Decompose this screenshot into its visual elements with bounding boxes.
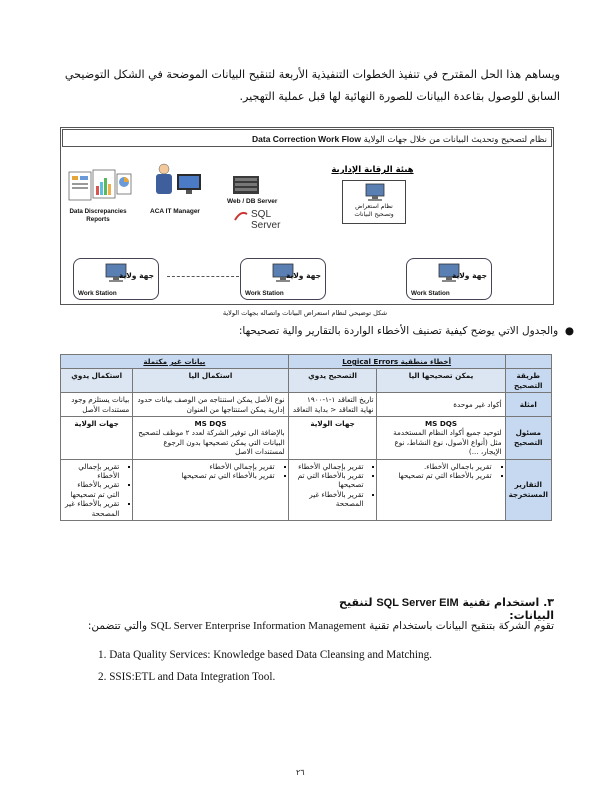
header-manual-complete: استكمال يدوي [59,368,134,394]
workstation-3: جهة ولاية Work Station [73,258,159,300]
header-auto-complete: استكمال اليا [132,368,289,394]
header-manual-fix: التصحيح يدوي [287,368,378,394]
reports-auto: تقرير باجمالي الأخطاء. تقرير بالأخطاء ال… [376,458,506,522]
figure-caption: شكل توضيحي لنظام استعراض البيانات واتصال… [222,309,388,317]
table-row: التقارير المستخرجة تقرير باجمالي الأخطاء… [59,458,553,522]
example-manual-complete: بيانات يستلزم وجود مستندات الأصل [59,392,134,418]
figure-title-en: Data Correction Work Flow [252,134,361,144]
list-item: 2. SSIS:ETL and Data Integration Tool. [98,671,276,683]
table-row: مسئول التصحيح MS DQS لتوحيد جميع أكواد ا… [59,416,553,460]
row-responsible-label: مسئول التصحيح [504,416,553,460]
header-auto-fix: يمكن تصحيحها اليا [376,368,506,394]
group-logical-errors: أخطاء منطقية Logical Errors [287,353,506,370]
computer-icon [105,263,127,282]
review-system-box: نظام استعراض وتصحيح البيانات [342,180,406,224]
workstation-name: جهة ولاية [285,271,321,280]
server-label: Web / DB Server [227,198,278,205]
sql-server-label: SQL Server [251,209,281,231]
eim-components-list: 1. Data Quality Services: Knowledge base… [98,644,432,688]
it-manager-icon [156,163,201,194]
reports-label: Data Discrepancies Reports [69,208,127,223]
workstation-label: Work Station [245,290,284,297]
reports-auto-complete: تقرير بإجمالي الأخطاء تقرير بالأخطاء الت… [132,458,289,522]
responsible-auto-complete: MS DQS بالإضافة الى توفير الشركة لعدد ٢ … [132,416,289,460]
reports-icon [68,169,132,201]
reports-and-manager-graphic [68,163,201,201]
review-system-label: نظام استعراض وتصحيح البيانات [354,203,394,218]
workstation-1: جهة ولاية Work Station [406,258,492,300]
workstation-name: جهة ولاية [118,271,154,280]
example-auto: أكواد غير موحدة [376,392,506,418]
intro-line-1: ويساهم هذا الحل المقترح في تنفيذ الخطوات… [64,68,560,81]
reports-manual-complete: تقرير بإجمالي الأخطاء تقرير بالأخطاء الت… [59,458,134,522]
page-number: ٢٦ [296,768,305,777]
intro-line-2: السابق للوصول بقاعدة البيانات للصورة الن… [239,90,560,103]
section-3-heading: ٣. استخدام تقنية SQL Server EIM لتنقيح ا… [339,596,554,622]
responsible-manual-complete: جهات الولاية [59,416,134,460]
figure-title: نظام لتصحيح وتحديث البيانات من خلال جهات… [62,129,552,147]
authority-label: هيئة الرقابة الإدارية [331,165,414,175]
workstation-label: Work Station [78,290,117,297]
manager-label: ACA IT Manager [150,208,200,215]
table-corner-cell [504,353,553,370]
example-manual-fix: تاريخ التعاقد ١-١-١٩٠٠ نهاية التعاقد < ب… [287,392,378,418]
workstation-label: Work Station [411,290,450,297]
error-classification-table: أخطاء منطقية Logical Errors بيانات غير م… [59,353,553,522]
server-block: Web / DB Server SQL Server [213,176,291,231]
responsible-auto: MS DQS لتوحيد جميع أكواد النظام المستخدم… [376,416,506,460]
row-reports-label: التقارير المستخرجة [504,458,553,522]
sql-server-logo-icon [234,211,248,221]
computer-icon [438,263,460,282]
group-incomplete-data: بيانات غير مكتملة [60,353,289,370]
eim-paragraph: تقوم الشركة بتنقيح البيانات باستخدام تقن… [87,620,554,632]
workflow-figure: نظام لتصحيح وتحديث البيانات من خلال جهات… [60,127,554,305]
intro-paragraph: ويساهم هذا الحل المقترح في تنفيذ الخطوات… [58,64,560,108]
bullet-text: والجدول الاتي يوضح كيفية تصنيف الأخطاء ا… [238,325,559,337]
example-auto-complete: نوع الأصل يمكن استنتاجه من الوصف بيانات … [132,392,289,418]
header-method: طريقة التصحيح [504,368,553,394]
dashed-connector [167,276,239,277]
row-examples-label: امثلة [504,392,553,418]
bullet-dot-icon: ● [558,325,574,337]
reports-manual-fix: تقرير بإجمالي الأخطاء تقرير بالأخطاء الت… [287,458,378,522]
bullet-line: ● والجدول الاتي يوضح كيفية تصنيف الأخطاء… [150,322,574,340]
server-icon [233,176,259,194]
computer-icon [272,263,294,282]
figure-title-ar: نظام لتصحيح وتحديث البيانات من خلال جهات… [363,135,547,145]
responsible-manual-fix: جهات الولاية [287,416,378,460]
list-item: 1. Data Quality Services: Knowledge base… [98,649,432,661]
monitor-icon [365,183,385,201]
workstation-name: جهة ولاية [451,271,487,280]
table-row: امثلة أكواد غير موحدة تاريخ التعاقد ١-١-… [59,392,553,418]
workstation-2: جهة ولاية Work Station [240,258,326,300]
